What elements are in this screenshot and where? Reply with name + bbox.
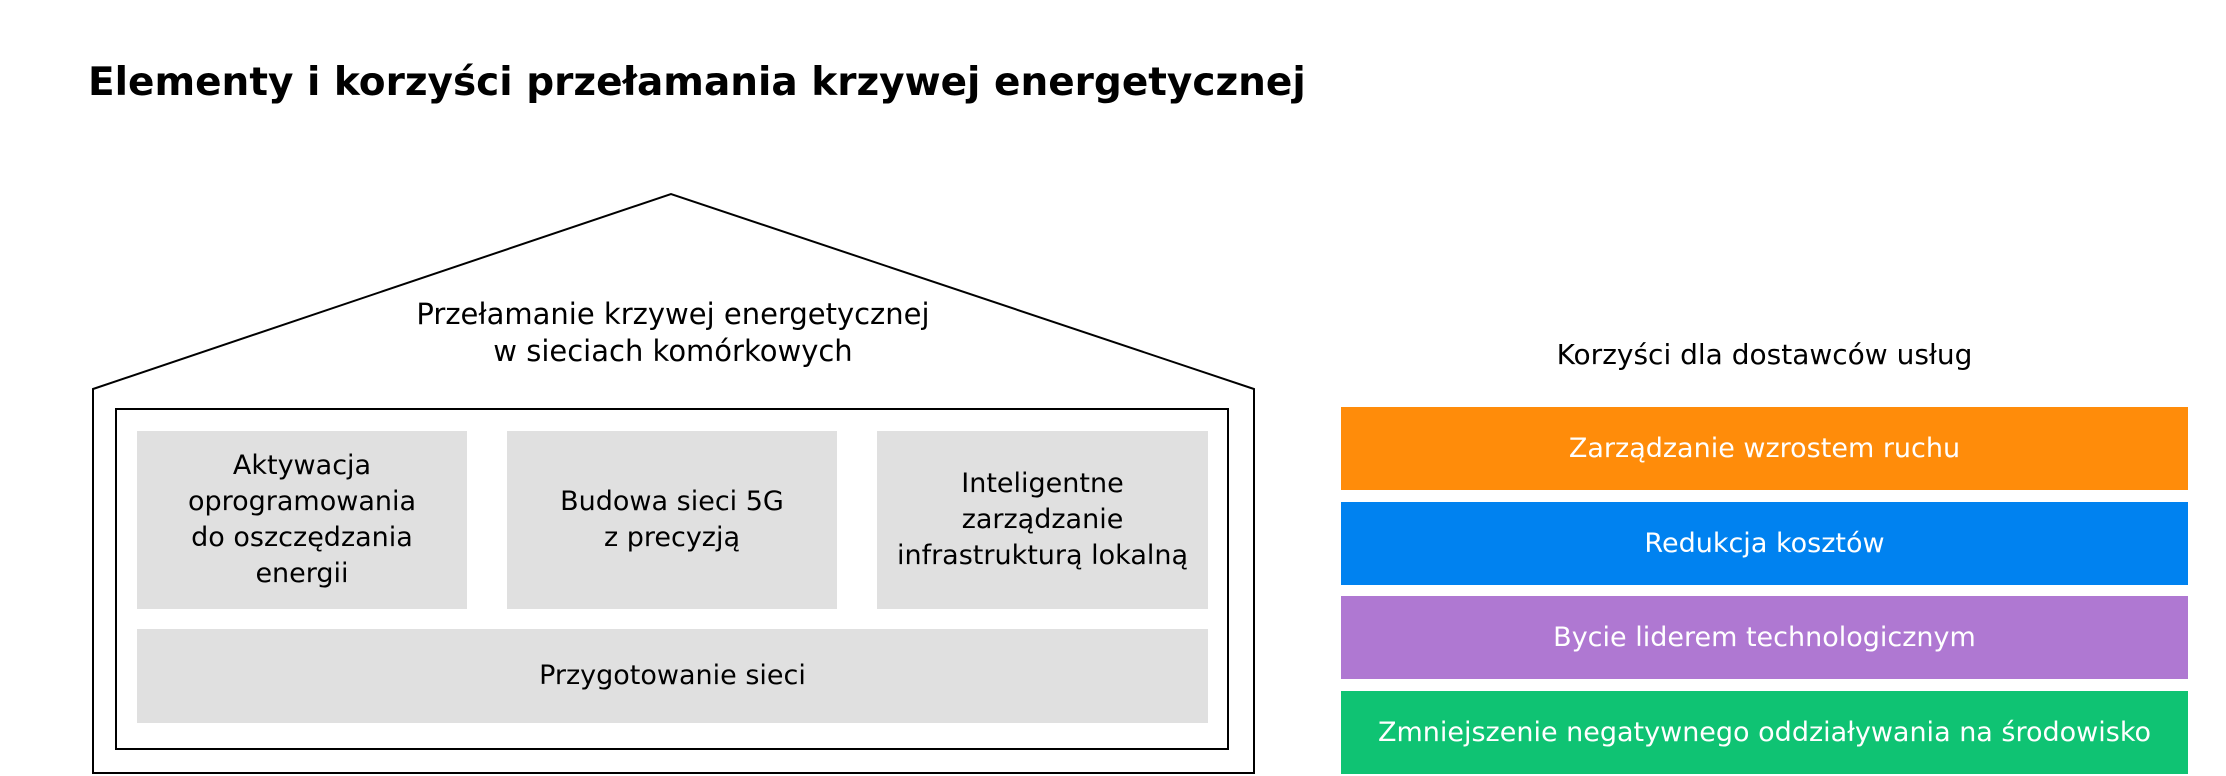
foundation-network-preparation: Przygotowanie sieci (137, 629, 1208, 723)
pillar-5g-network-build: Budowa sieci 5G z precyzją (507, 431, 837, 609)
benefit-technology-leadership: Bycie liderem technologicznym (1341, 596, 2188, 679)
benefit-label: Zarządzanie wzrostem ruchu (1568, 433, 1961, 464)
pillar-line: Inteligentne zarządzanie (961, 468, 1124, 535)
pillar-site-infrastructure-management: Inteligentne zarządzanie infrastrukturą … (877, 431, 1208, 609)
benefit-label: Redukcja kosztów (1644, 528, 1885, 559)
foundation-label: Przygotowanie sieci (539, 660, 806, 691)
benefit-environmental-impact: Zmniejszenie negatywnego oddziaływania n… (1341, 691, 2188, 774)
house-inner-frame (115, 408, 1229, 750)
roof-label-line: Przełamanie krzywej energetycznej (416, 297, 930, 331)
benefit-label: Bycie liderem technologicznym (1553, 622, 1976, 653)
benefits-title: Korzyści dla dostawców usług (1556, 338, 1973, 371)
roof-label-line: w sieciach komórkowych (493, 334, 853, 368)
pillar-line: oprogramowania (187, 486, 417, 517)
pillar-energy-saving-software: Aktywacja oprogramowania do oszczędzania… (137, 431, 467, 609)
pillar-line: do oszczędzania energii (191, 522, 413, 589)
pillar-line: z precyzją (603, 522, 741, 553)
roof-label: Przełamanie krzywej energetycznej w siec… (92, 296, 1254, 370)
pillar-line: Aktywacja (232, 450, 372, 481)
benefit-label: Zmniejszenie negatywnego oddziaływania n… (1377, 717, 2152, 748)
pillar-line: infrastrukturą lokalną (896, 540, 1189, 571)
page-title: Elementy i korzyści przełamania krzywej … (88, 60, 1306, 105)
benefit-cost-reduction: Redukcja kosztów (1341, 502, 2188, 585)
benefit-traffic-growth: Zarządzanie wzrostem ruchu (1341, 407, 2188, 490)
pillar-line: Budowa sieci 5G (560, 486, 784, 517)
